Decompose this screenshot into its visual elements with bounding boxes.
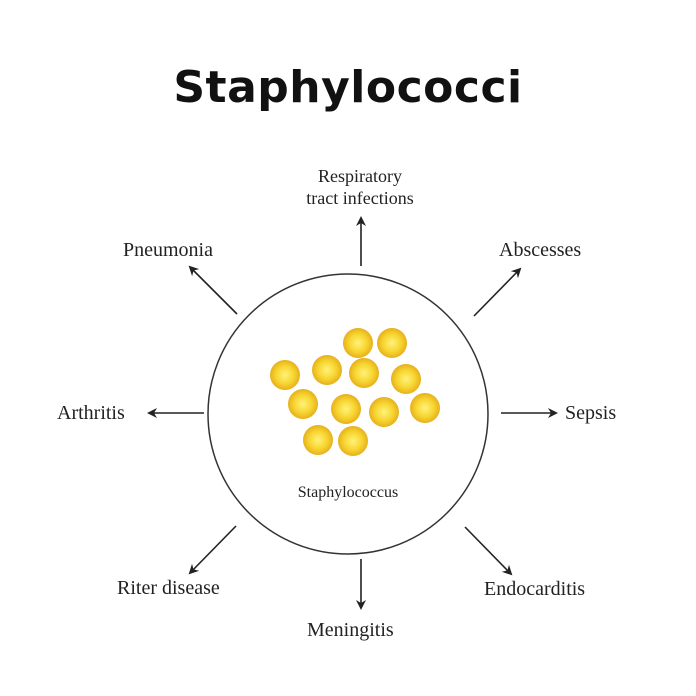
coccus-icon: [349, 358, 379, 388]
cocci-cluster: [270, 328, 440, 456]
coccus-icon: [331, 394, 361, 424]
coccus-icon: [377, 328, 407, 358]
outcome-riter-disease: Riter disease: [117, 577, 220, 599]
coccus-icon: [343, 328, 373, 358]
outcome-pneumonia: Pneumonia: [123, 239, 213, 261]
outcome-arthritis: Arthritis: [57, 402, 125, 424]
coccus-icon: [288, 389, 318, 419]
coccus-icon: [312, 355, 342, 385]
outcome-sepsis: Sepsis: [565, 402, 617, 424]
diagram-title: Staphylococci: [173, 62, 523, 113]
outcome-respiratory: Respiratory tract infections: [300, 165, 420, 209]
center-circle: [207, 273, 489, 555]
arrow-top-right-icon: [473, 267, 522, 317]
arrow-bottom-left-icon: [188, 525, 237, 575]
coccus-icon: [410, 393, 440, 423]
outcome-endocarditis: Endocarditis: [484, 578, 586, 600]
coccus-icon: [303, 425, 333, 455]
outcome-respiratory-line2: tract infections: [306, 188, 414, 208]
coccus-icon: [270, 360, 300, 390]
center-label: Staphylococcus: [297, 484, 399, 501]
outcome-respiratory-line1: Respiratory: [318, 166, 402, 186]
arrow-bottom-right-icon: [464, 526, 513, 576]
arrow-top-left-icon: [188, 265, 238, 315]
outcome-meningitis: Meningitis: [307, 619, 394, 641]
coccus-icon: [369, 397, 399, 427]
coccus-icon: [391, 364, 421, 394]
coccus-icon: [338, 426, 368, 456]
outcome-abscesses: Abscesses: [499, 239, 582, 261]
